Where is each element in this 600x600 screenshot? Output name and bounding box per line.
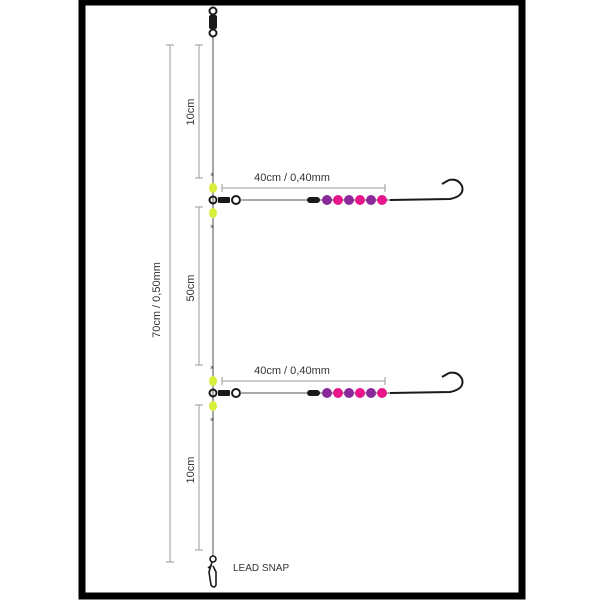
black-frame	[78, 0, 526, 600]
purple-bead	[344, 388, 354, 398]
middle-segment-label: 50cm	[185, 275, 197, 302]
dropper-branch-bottom: ××	[208, 365, 464, 424]
stopper-icon: ×	[210, 224, 214, 231]
top-segment-label: 10cm	[185, 99, 197, 126]
stopper-icon: ×	[210, 365, 214, 372]
hook-icon	[389, 371, 464, 394]
top-swivel-icon	[208, 6, 218, 38]
pink-bead	[333, 388, 343, 398]
yellow-bead	[209, 183, 217, 193]
stopper-icon: ×	[210, 172, 214, 179]
purple-bead	[366, 388, 376, 398]
yellow-bead	[209, 401, 217, 411]
yellow-bead	[209, 208, 217, 218]
snood-bottom-label: 40cm / 0,40mm	[254, 365, 330, 377]
purple-bead	[344, 195, 354, 205]
swivel-body-icon	[218, 390, 230, 396]
bottom-segment-label: 10cm	[185, 457, 197, 484]
crimp-sleeve-icon	[307, 197, 320, 203]
pink-bead	[333, 195, 343, 205]
stopper-icon: ×	[210, 417, 214, 424]
total-length-label: 70cm / 0,50mm	[151, 262, 163, 338]
yellow-bead	[209, 376, 217, 386]
swivel-eye-icon	[231, 388, 241, 398]
dropper-branch-top: ××	[208, 172, 464, 231]
dimension-lines	[166, 44, 386, 563]
pink-bead	[377, 388, 387, 398]
crimp-sleeve-icon	[307, 390, 320, 396]
three-way-swivel-icon	[208, 195, 218, 205]
swivel-body-icon	[218, 197, 230, 203]
lead-snap-icon	[207, 555, 217, 588]
purple-bead	[322, 195, 332, 205]
snood-top-label: 40cm / 0,40mm	[254, 172, 330, 184]
hook-icon	[389, 178, 464, 201]
pink-bead	[355, 388, 365, 398]
purple-bead	[366, 195, 376, 205]
pink-bead	[377, 195, 387, 205]
swivel-eye-icon	[231, 195, 241, 205]
purple-bead	[322, 388, 332, 398]
three-way-swivel-icon	[208, 388, 218, 398]
lead-snap-label: LEAD SNAP	[233, 563, 289, 574]
pink-bead	[355, 195, 365, 205]
